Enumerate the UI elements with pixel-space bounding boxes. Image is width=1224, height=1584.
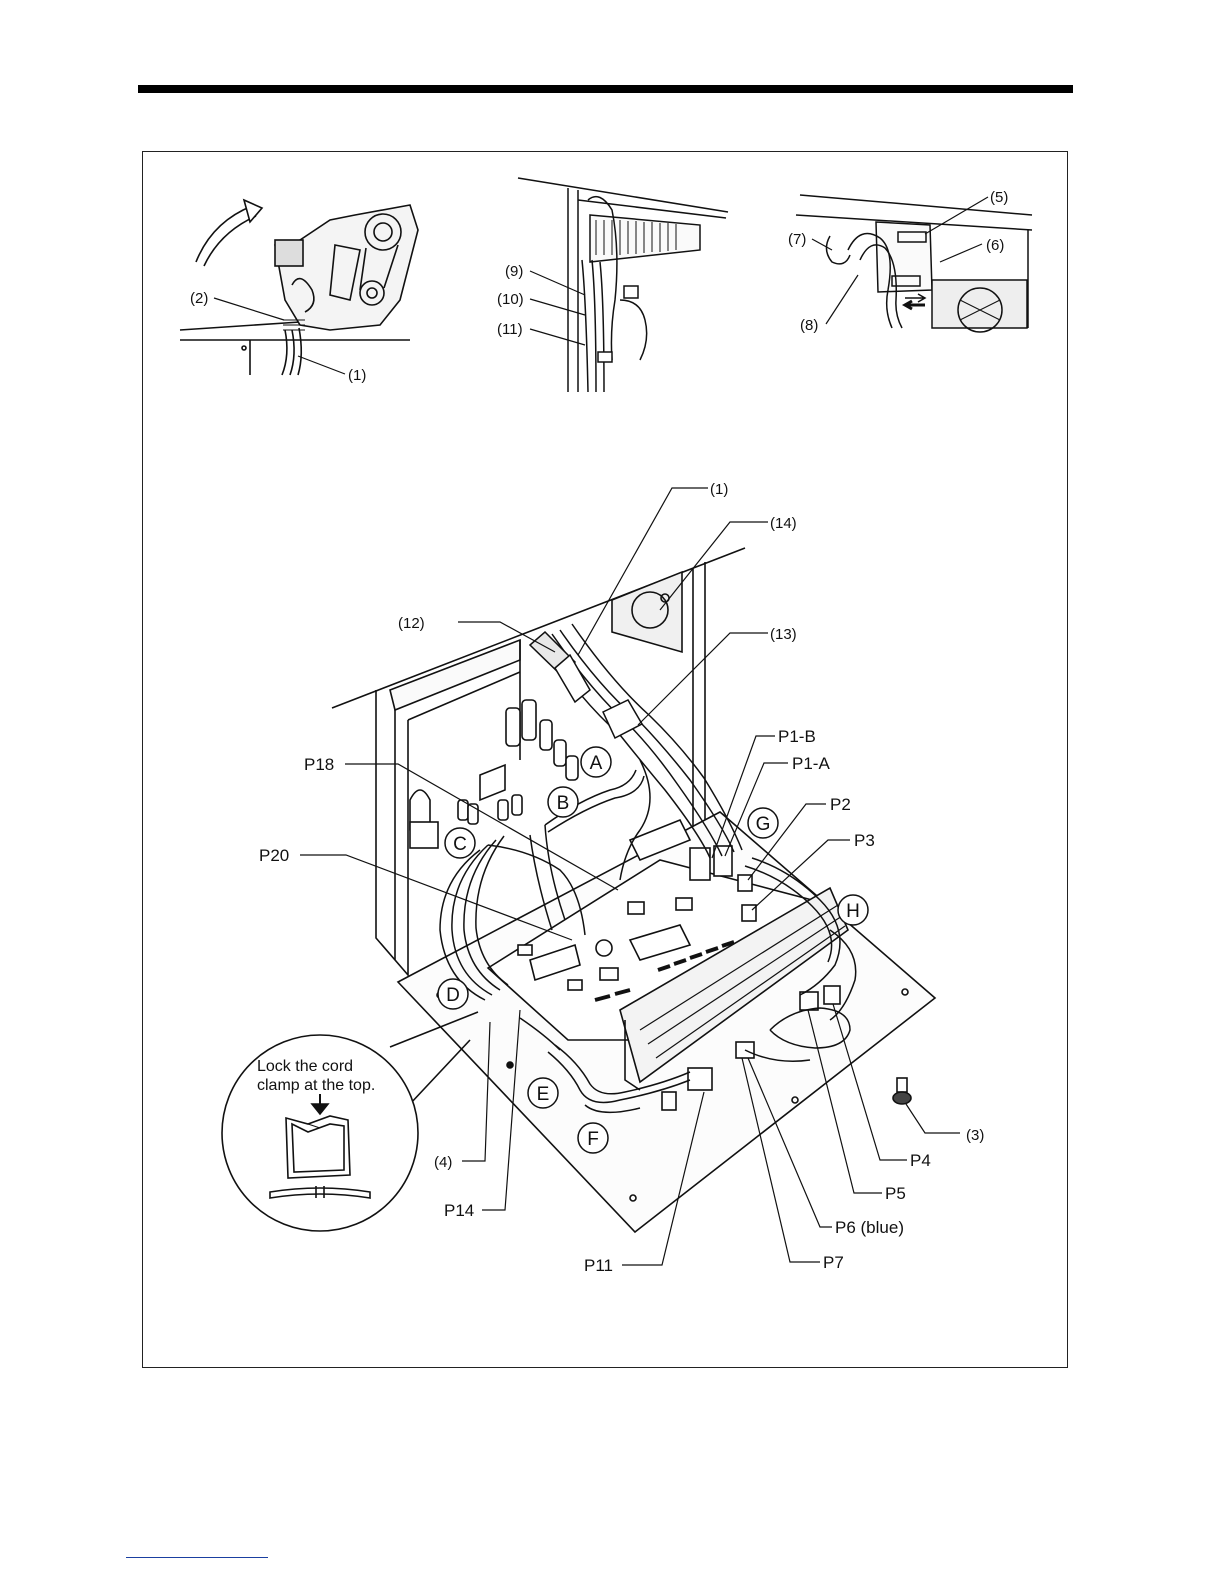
- callout-3: (3): [966, 1127, 984, 1144]
- inset2-labels: (9) (10) (11): [497, 263, 585, 345]
- arrow-right-icon: [905, 294, 925, 302]
- callout-10: (10): [497, 291, 524, 308]
- label-p20: P20: [259, 846, 289, 865]
- callout-6: (6): [986, 237, 1004, 254]
- p1a-block: [714, 846, 732, 876]
- clamp-f-label: F: [587, 1129, 599, 1150]
- arrow-head-icon: [244, 200, 262, 222]
- label-p6: P6 (blue): [835, 1218, 904, 1237]
- callout-8: (8): [800, 317, 818, 334]
- callout-5: (5): [990, 189, 1008, 206]
- clamp-e-label: E: [537, 1084, 550, 1105]
- callout-13: (13): [770, 626, 797, 643]
- callout-1: (1): [348, 367, 366, 384]
- callout-7: (7): [788, 231, 806, 248]
- clamp-d-label: D: [446, 985, 460, 1006]
- callout-14: (14): [770, 515, 797, 532]
- label-p5: P5: [885, 1184, 906, 1203]
- note-line-1: Lock the cord: [257, 1058, 353, 1075]
- label-p3: P3: [854, 831, 875, 850]
- p5-block: [800, 992, 818, 1010]
- label-p14: P14: [444, 1201, 474, 1220]
- label-p2: P2: [830, 795, 851, 814]
- label-p18: P18: [304, 755, 334, 774]
- arrow-left-icon: [905, 301, 925, 309]
- label-p1-a: P1-A: [792, 754, 830, 773]
- p11-block: [688, 1068, 712, 1090]
- label-p7: P7: [823, 1253, 844, 1272]
- callout-11: (11): [497, 321, 523, 338]
- callout-2: (2): [190, 290, 208, 307]
- label-p11: P11: [584, 1256, 613, 1275]
- inset-machine-head: [180, 200, 418, 375]
- clamp-a-label: A: [590, 753, 603, 774]
- label-p1-b: P1-B: [778, 727, 816, 746]
- clamp-b-label: B: [557, 793, 570, 814]
- inset-fan-sensor: [796, 195, 1032, 332]
- p3-block: [742, 905, 756, 921]
- callout-4: (4): [434, 1154, 452, 1171]
- callout-9: (9): [505, 263, 523, 280]
- callout-1-main: (1): [710, 481, 728, 498]
- clamp-g-label: G: [756, 814, 771, 835]
- p4-block: [824, 986, 840, 1004]
- control-box: [332, 548, 935, 1232]
- label-p4: P4: [910, 1151, 931, 1170]
- callout-12: (12): [398, 615, 425, 632]
- inset-cord-routing: [518, 178, 728, 392]
- note-line-2: clamp at the top.: [257, 1077, 375, 1094]
- clamp-h-label: H: [846, 901, 860, 922]
- clamp-c-label: C: [453, 834, 467, 855]
- cord-clamp-detail: [222, 1012, 478, 1231]
